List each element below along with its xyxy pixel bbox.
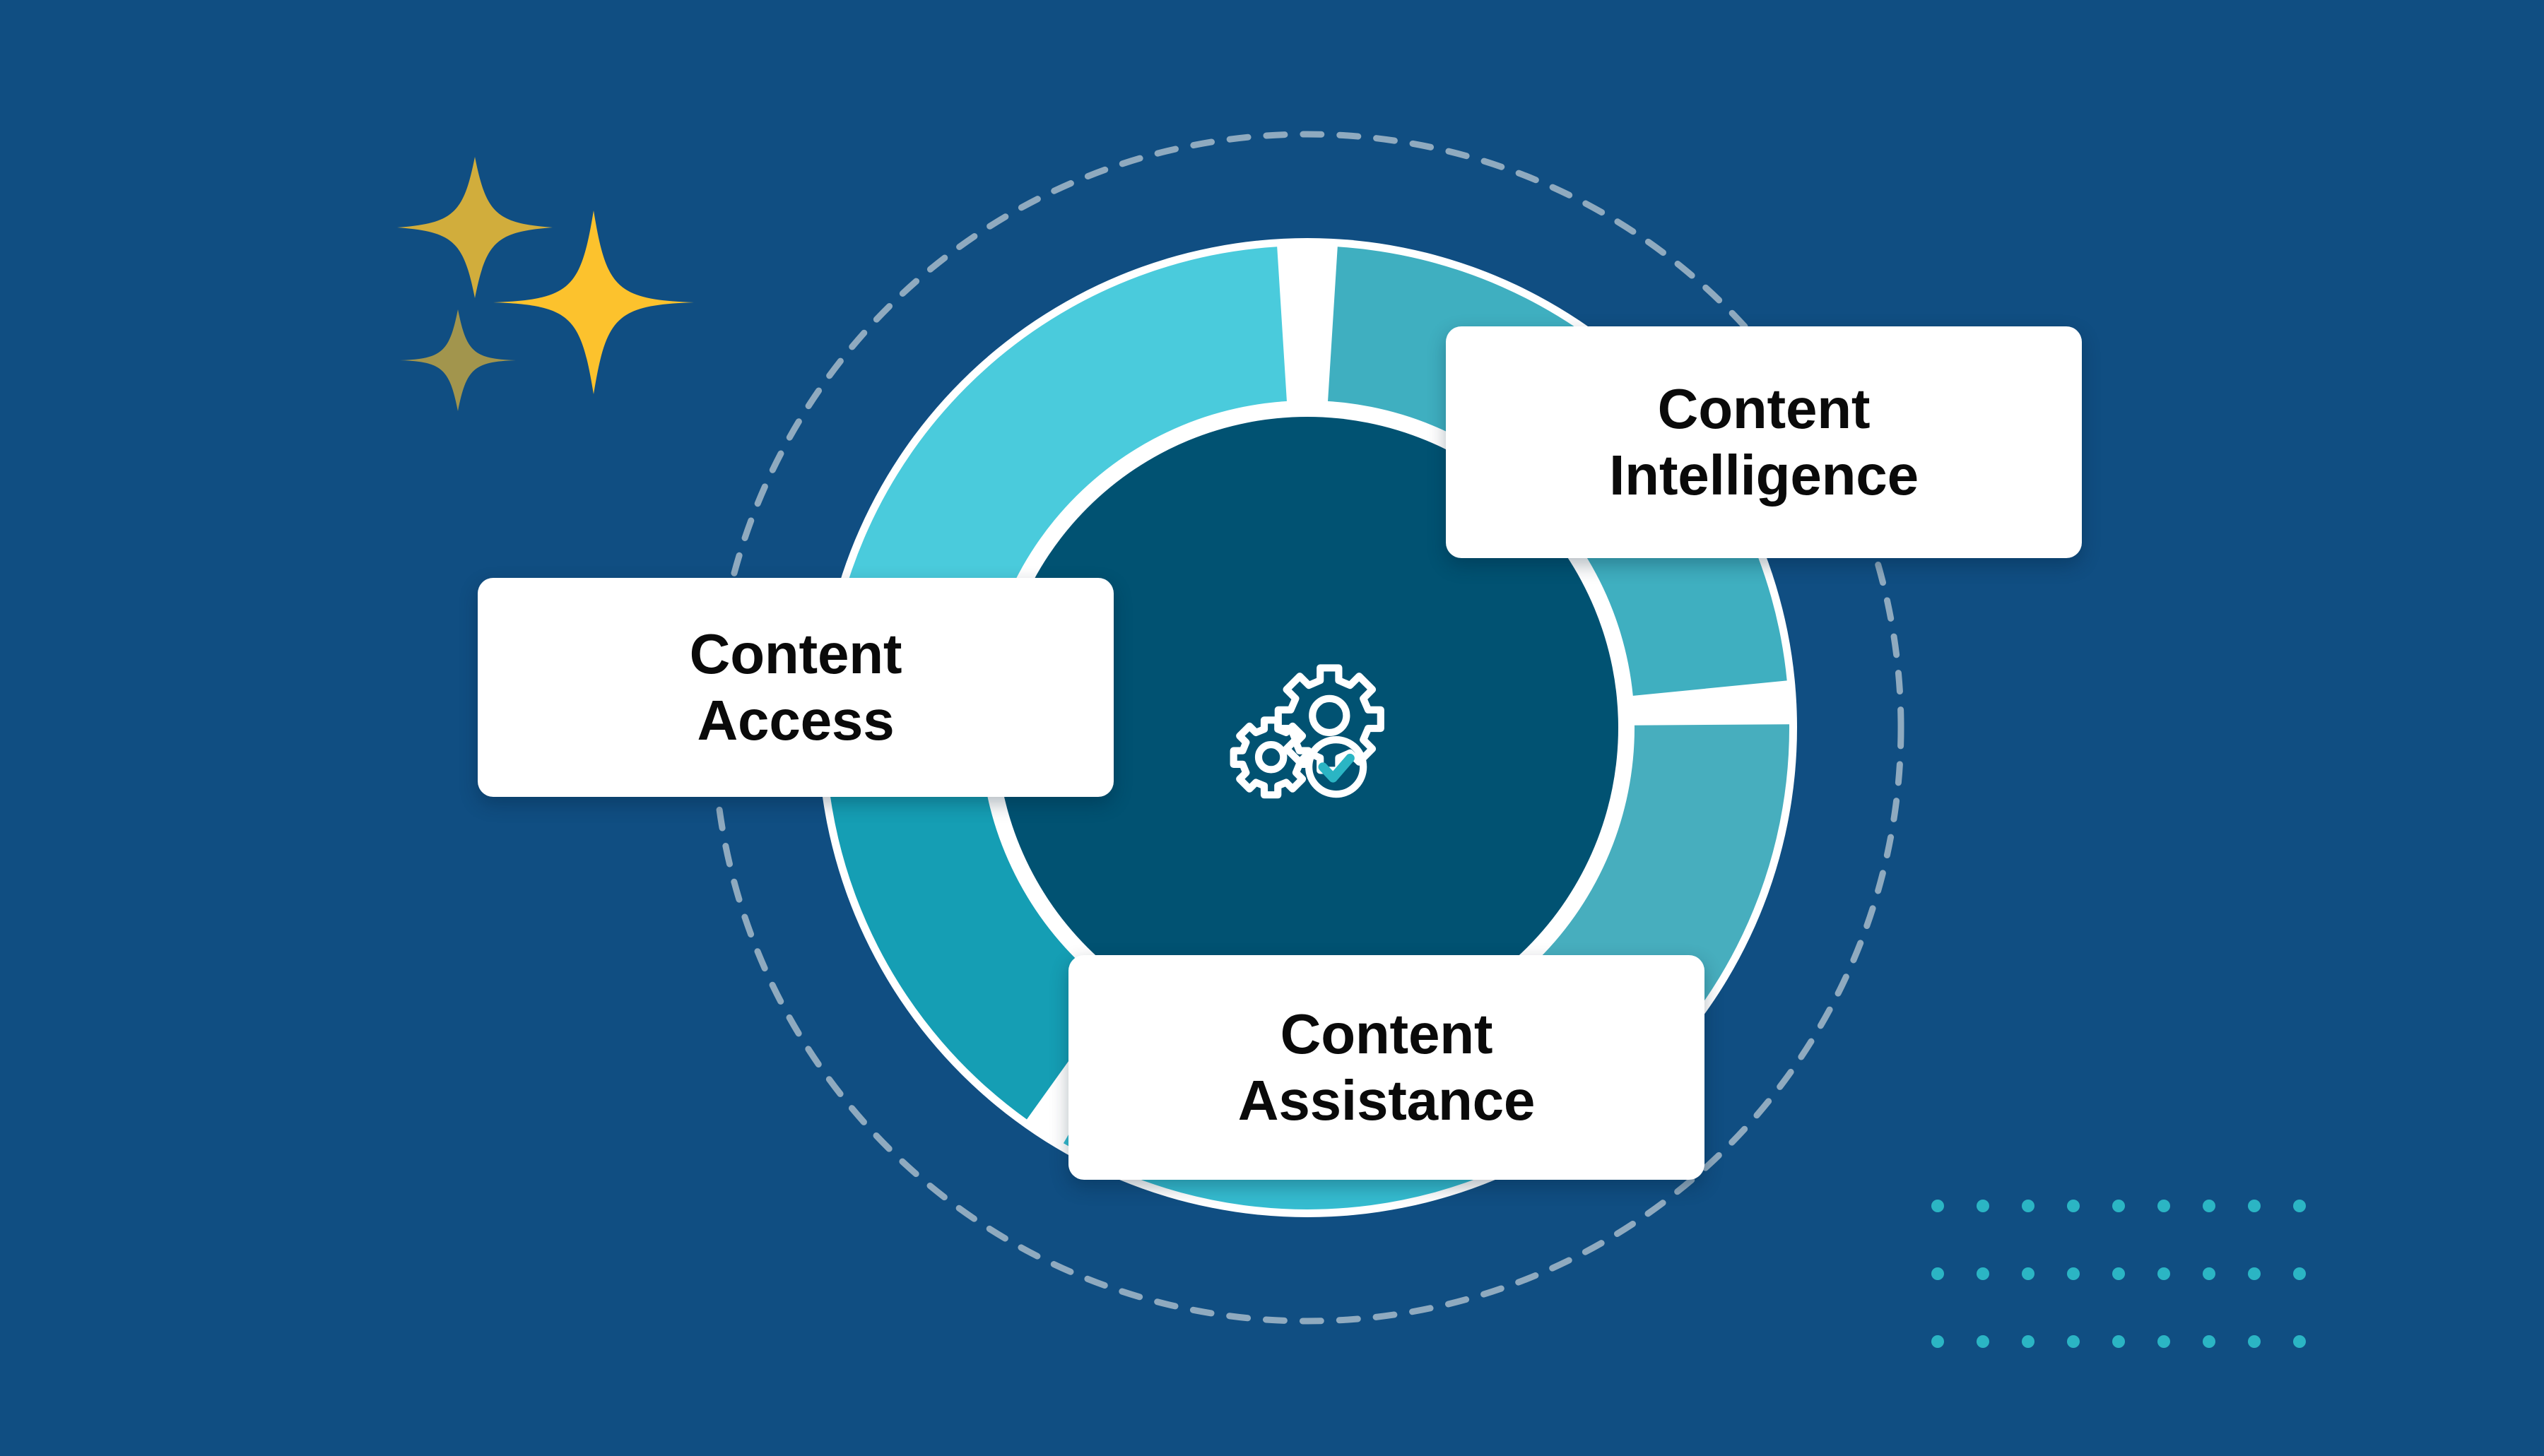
- sparkle-large-icon: [493, 211, 694, 394]
- sparkle-medium-icon: [397, 157, 553, 298]
- label-card-content-access[interactable]: Content Access: [478, 578, 1114, 797]
- sparkle-group: [397, 157, 694, 411]
- label-content-access-text: Content Access: [689, 622, 902, 752]
- gear-small-hub-icon: [1254, 740, 1288, 774]
- gears-with-check-icon: [1230, 664, 1384, 799]
- segment-content-assistance[interactable]: [825, 724, 1126, 1120]
- check-mark-icon: [1318, 753, 1355, 783]
- gear-large-hub-icon: [1309, 694, 1350, 737]
- label-card-content-intelligence[interactable]: Content Intelligence: [1446, 326, 2082, 558]
- dashed-ring: [710, 131, 1904, 1325]
- gear-small-icon: [1230, 716, 1312, 799]
- dot-grid: [1931, 1200, 2306, 1348]
- label-content-intelligence-text: Content Intelligence: [1609, 377, 1919, 507]
- sparkle-small-icon: [400, 309, 516, 411]
- check-badge-circle-icon: [1305, 736, 1367, 798]
- label-content-assistance-text: Content Assistance: [1237, 1002, 1536, 1132]
- hub-circle: [996, 417, 1618, 1038]
- label-card-content-assistance[interactable]: Content Assistance: [1068, 955, 1704, 1180]
